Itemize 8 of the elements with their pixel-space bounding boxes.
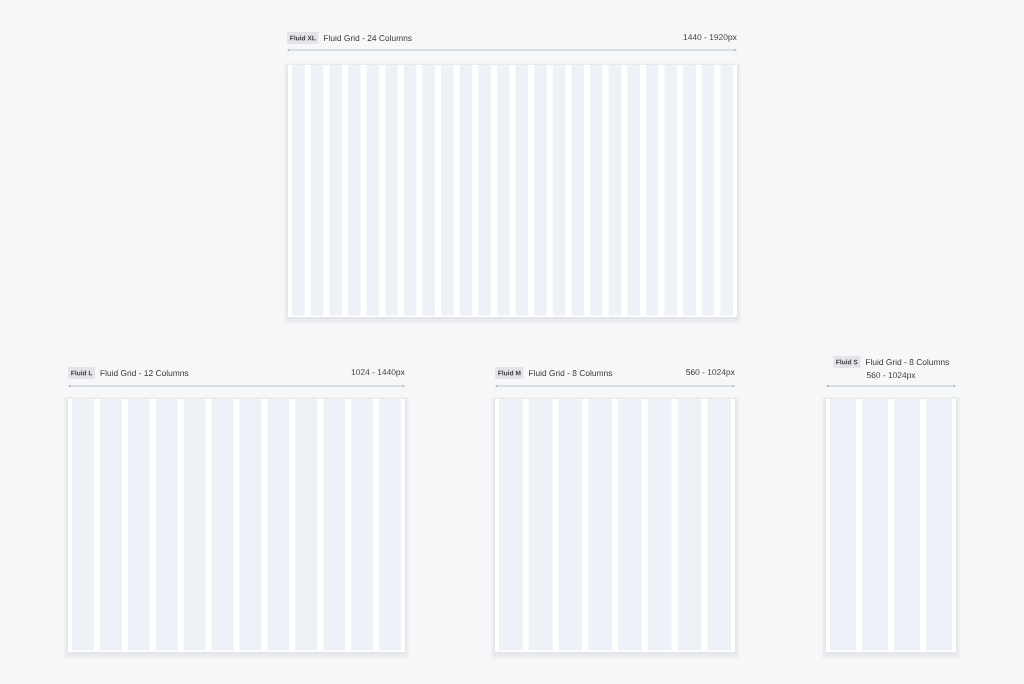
range-label: 560 - 1024px <box>866 372 916 380</box>
range-label: 1440 - 1920px <box>683 34 737 42</box>
range-label: 560 - 1024px <box>686 369 735 377</box>
grid-title: Fluid Grid - 8 Columns <box>529 369 613 377</box>
grid-title: Fluid Grid - 8 Columns <box>866 358 949 366</box>
range-label: 1024 - 1440px <box>351 369 405 377</box>
grid-title: Fluid Grid - 12 Columns <box>100 369 189 377</box>
grid-title: Fluid Grid - 24 Columns <box>324 34 412 42</box>
